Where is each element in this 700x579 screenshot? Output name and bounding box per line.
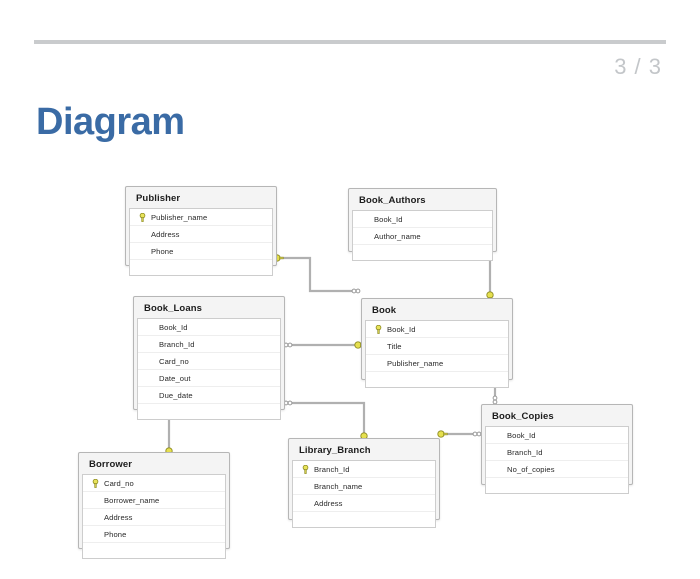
key-icon-slot bbox=[299, 464, 311, 474]
entity-field-label: No_of_copies bbox=[507, 464, 555, 474]
entity-field-label: Branch_Id bbox=[507, 447, 543, 457]
entity-field-row[interactable]: Branch_Id bbox=[293, 461, 435, 478]
entity-field-row[interactable]: Branch_name bbox=[293, 478, 435, 495]
entity-field-label: Publisher_name bbox=[387, 358, 444, 368]
entity-field-row[interactable]: Address bbox=[83, 509, 225, 526]
entity-field-row[interactable]: Book_Id bbox=[353, 211, 492, 228]
entity-field-label: Branch_Id bbox=[159, 339, 195, 349]
entity-field-label: Book_Id bbox=[387, 324, 416, 334]
header-divider-left bbox=[34, 40, 480, 44]
key-icon bbox=[92, 478, 98, 488]
entity-field-row-empty bbox=[366, 372, 508, 387]
entity-field-label: Phone bbox=[151, 246, 174, 256]
entity-field-row-empty bbox=[353, 245, 492, 260]
entity-field-row-empty bbox=[486, 478, 628, 493]
entity-field-row[interactable]: Branch_Id bbox=[138, 336, 280, 353]
entity-field-row[interactable]: Publisher_name bbox=[130, 209, 272, 226]
entity-field-label: Address bbox=[314, 498, 343, 508]
entity-field-row[interactable]: No_of_copies bbox=[486, 461, 628, 478]
page-indicator: 3 / 3 bbox=[614, 54, 662, 79]
key-icon-slot bbox=[136, 212, 148, 222]
entity-field-label: Date_out bbox=[159, 373, 191, 383]
entity-field-row[interactable]: Author_name bbox=[353, 228, 492, 245]
entity-field-label: Author_name bbox=[374, 231, 421, 241]
entity-field-row[interactable]: Address bbox=[130, 226, 272, 243]
entity-field-row-empty bbox=[138, 404, 280, 419]
entity-field-row[interactable]: Book_Id bbox=[138, 319, 280, 336]
crows-foot-icon bbox=[283, 342, 293, 348]
entity-field-label: Borrower_name bbox=[104, 495, 160, 505]
entity-field-row[interactable]: Branch_Id bbox=[486, 444, 628, 461]
crows-foot-icon bbox=[492, 395, 498, 405]
entity-field-label: Branch_name bbox=[314, 481, 363, 491]
entity-field-label: Due_date bbox=[159, 390, 193, 400]
entity-field-label: Book_Id bbox=[159, 322, 188, 332]
entity-field-row[interactable]: Book_Id bbox=[366, 321, 508, 338]
entity-title: Borrower bbox=[89, 459, 133, 470]
relationship-connector[interactable] bbox=[283, 341, 365, 349]
key-icon-slot bbox=[89, 478, 101, 488]
entity-title: Publisher bbox=[136, 193, 181, 204]
entity-field-label: Phone bbox=[104, 529, 127, 539]
relationship-connector[interactable] bbox=[437, 430, 482, 438]
entity-field-label: Publisher_name bbox=[151, 212, 208, 222]
entity-field-label: Address bbox=[104, 512, 133, 522]
crows-foot-icon bbox=[472, 431, 482, 437]
key-icon-slot bbox=[372, 324, 384, 334]
entity-field-row[interactable]: Publisher_name bbox=[366, 355, 508, 372]
crows-foot-icon bbox=[351, 288, 361, 294]
page-title: Diagram bbox=[36, 101, 185, 143]
entity-field-label: Book_Id bbox=[374, 214, 403, 224]
key-icon bbox=[139, 212, 145, 222]
entity-field-row[interactable]: Borrower_name bbox=[83, 492, 225, 509]
entity-field-label: Branch_Id bbox=[314, 464, 350, 474]
entity-field-row[interactable]: Card_no bbox=[83, 475, 225, 492]
key-icon bbox=[302, 464, 308, 474]
entity-title: Library_Branch bbox=[299, 445, 371, 456]
entity-field-label: Card_no bbox=[159, 356, 189, 366]
entity-field-row[interactable]: Due_date bbox=[138, 387, 280, 404]
entity-field-row[interactable]: Phone bbox=[83, 526, 225, 543]
key-icon bbox=[437, 430, 448, 438]
entity-field-row[interactable]: Card_no bbox=[138, 353, 280, 370]
entity-field-row[interactable]: Date_out bbox=[138, 370, 280, 387]
entity-field-label: Title bbox=[387, 341, 402, 351]
key-icon bbox=[375, 324, 381, 334]
entity-title: Book_Loans bbox=[144, 303, 203, 314]
header-divider-right bbox=[480, 40, 666, 44]
entity-title: Book bbox=[372, 305, 397, 316]
entity-title: Book_Authors bbox=[359, 195, 426, 206]
entity-field-row-empty bbox=[293, 512, 435, 527]
crows-foot-icon bbox=[283, 400, 293, 406]
entity-title: Book_Copies bbox=[492, 411, 554, 422]
entity-field-label: Address bbox=[151, 229, 180, 239]
entity-field-row-empty bbox=[83, 543, 225, 558]
relationship-connector[interactable] bbox=[283, 400, 368, 443]
entity-field-row-empty bbox=[130, 260, 272, 275]
entity-field-row[interactable]: Title bbox=[366, 338, 508, 355]
entity-field-row[interactable]: Address bbox=[293, 495, 435, 512]
relationship-connector[interactable] bbox=[273, 254, 361, 294]
entity-field-row[interactable]: Book_Id bbox=[486, 427, 628, 444]
entity-field-label: Card_no bbox=[104, 478, 134, 488]
entity-field-row[interactable]: Phone bbox=[130, 243, 272, 260]
entity-field-label: Book_Id bbox=[507, 430, 536, 440]
